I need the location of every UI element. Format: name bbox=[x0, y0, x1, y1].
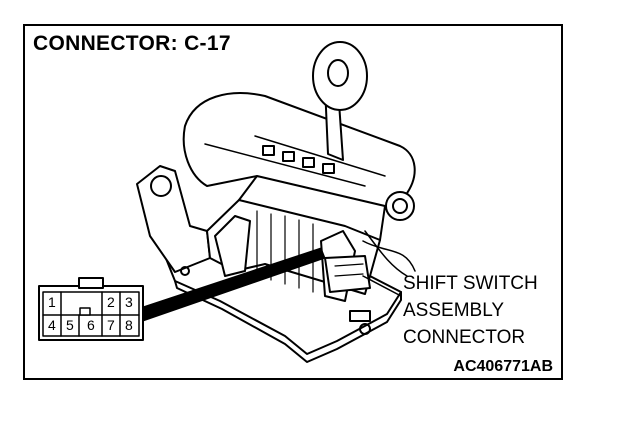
callout-line: ASSEMBLY bbox=[403, 300, 505, 321]
pin-label: 6 bbox=[87, 317, 95, 333]
pin-label: 7 bbox=[107, 317, 115, 333]
diagram-title: CONNECTOR: C-17 bbox=[33, 32, 231, 55]
pin-label: 4 bbox=[48, 317, 56, 333]
pin-label: 8 bbox=[125, 317, 133, 333]
callout-line: CONNECTOR bbox=[403, 327, 526, 348]
reference-code: AC406771AB bbox=[453, 358, 553, 375]
pin-label: 5 bbox=[66, 317, 74, 333]
pin-label: 1 bbox=[48, 294, 56, 310]
shift-lever-illustration bbox=[38, 41, 416, 363]
diagram-frame: CONNECTOR: C-17 bbox=[23, 24, 563, 380]
callout-line: SHIFT SWITCH bbox=[403, 273, 538, 294]
pin-label: 3 bbox=[125, 294, 133, 310]
connector-callout: SHIFT SWITCH ASSEMBLY CONNECTOR bbox=[403, 270, 538, 351]
pin-label: 2 bbox=[107, 294, 115, 310]
